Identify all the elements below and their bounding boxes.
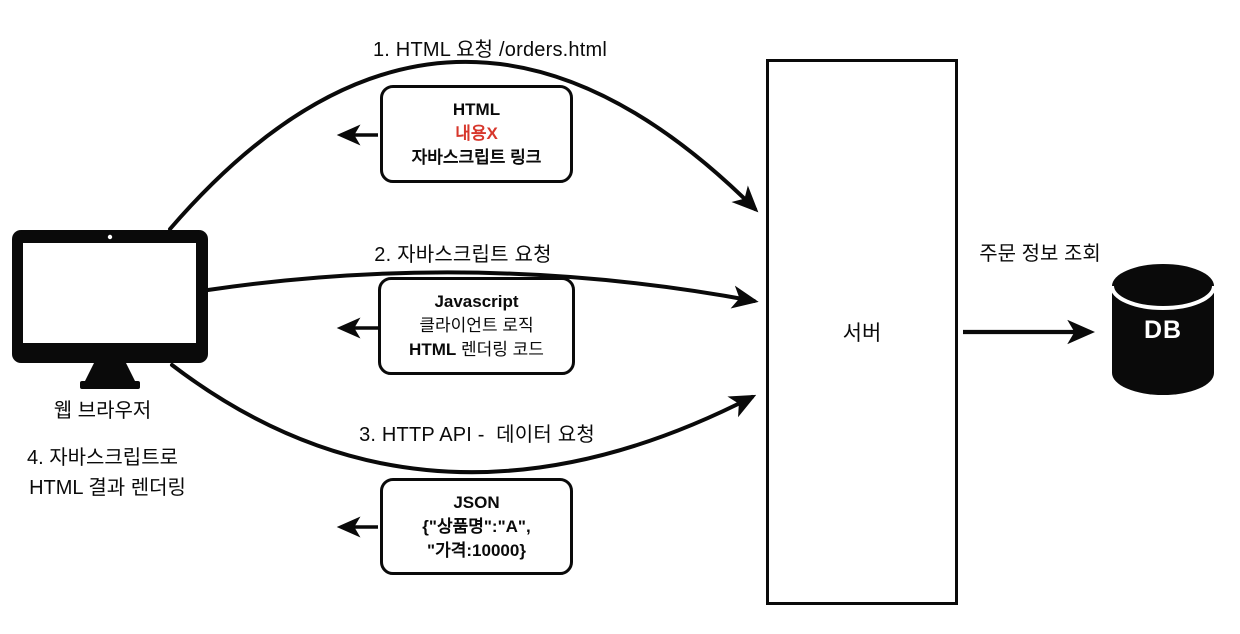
javascript-response-logic: 클라이언트 로직 — [419, 316, 534, 335]
server-box: 서버 — [766, 59, 958, 605]
html-response-js-link: 자바스크립트 링크 — [411, 148, 542, 167]
db-query-label: 주문 정보 조회 — [979, 243, 1101, 265]
step3-label: 3. HTTP API - 데이터 요청 — [359, 424, 595, 446]
javascript-response-render-code-rest: 렌더링 코드 — [461, 340, 544, 359]
step4-note-line2: HTML 결과 렌더링 — [29, 477, 186, 499]
javascript-response-render-code-bold: HTML — [409, 340, 457, 359]
database-icon — [1110, 264, 1216, 395]
html-response-box: HTML 내용X 자바스크립트 링크 — [380, 85, 573, 183]
request-arc-1 — [168, 60, 759, 231]
step2-label: 2. 자바스크립트 요청 — [374, 244, 552, 266]
json-response-payload-line1: {"상품명":"A", — [422, 516, 531, 536]
web-browser-icon — [12, 230, 208, 389]
json-response-payload-line2: "가격:10000} — [427, 540, 526, 560]
request-arc-2 — [206, 270, 759, 309]
json-response-title: JSON — [453, 492, 500, 512]
step1-label: 1. HTML 요청 /orders.html — [372, 39, 608, 61]
html-response-no-content: 내용X — [455, 124, 498, 143]
server-label: 서버 — [842, 322, 882, 345]
javascript-response-box: Javascript 클라이언트 로직 HTML 렌더링 코드 — [378, 277, 575, 375]
javascript-response-render-code: HTML 렌더링 코드 — [409, 338, 544, 362]
json-response-box: JSON {"상품명":"A", "가격:10000} — [380, 478, 573, 575]
db-label: DB — [1143, 316, 1183, 344]
step4-note-line1: 4. 자바스크립트로 — [26, 447, 179, 469]
html-response-title: HTML — [452, 100, 501, 119]
request-arc-3 — [170, 363, 757, 475]
javascript-response-title: Javascript — [434, 292, 519, 311]
web-browser-label: 웹 브라우저 — [53, 400, 152, 422]
